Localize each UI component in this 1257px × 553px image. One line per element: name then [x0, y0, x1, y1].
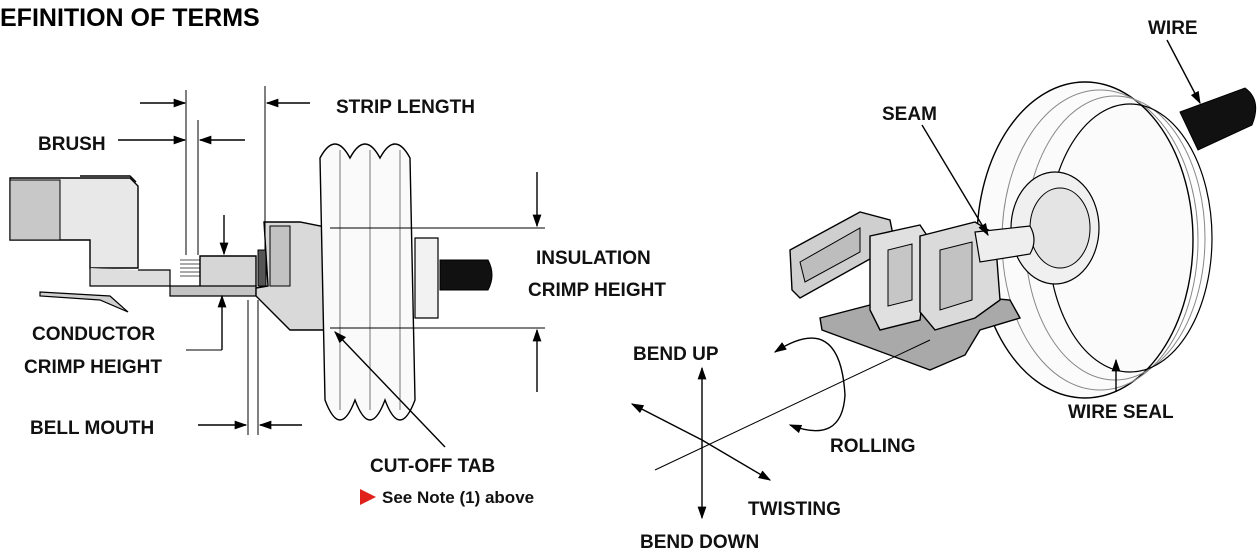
- label-insulation-2: CRIMP HEIGHT: [528, 280, 666, 301]
- label-rolling: ROLLING: [830, 436, 916, 457]
- label-wire-seal: WIRE SEAL: [1068, 402, 1174, 423]
- note-marker-icon: [360, 489, 376, 505]
- label-note: See Note (1) above: [382, 488, 534, 507]
- label-conductor-2: CRIMP HEIGHT: [24, 357, 162, 378]
- label-conductor-1: CONDUCTOR: [32, 324, 155, 345]
- label-bend-up: BEND UP: [633, 344, 719, 365]
- left-dimension-lines: [118, 86, 545, 448]
- label-bend-down: BEND DOWN: [640, 532, 759, 553]
- label-strip-length: STRIP LENGTH: [336, 97, 475, 118]
- label-insulation-1: INSULATION: [536, 248, 651, 269]
- crimped-terminal-illustration: [9, 143, 493, 421]
- terminal-3d-illustration: [789, 81, 1257, 399]
- right-annotation-lines: [630, 39, 1201, 520]
- label-wire: WIRE: [1148, 18, 1198, 39]
- label-bell-mouth: BELL MOUTH: [30, 418, 154, 439]
- label-twisting: TWISTING: [748, 499, 841, 520]
- label-cutoff-tab: CUT-OFF TAB: [370, 456, 495, 477]
- page-title: EFINITION OF TERMS: [0, 4, 260, 32]
- label-seam: SEAM: [882, 104, 937, 125]
- label-brush: BRUSH: [38, 134, 106, 155]
